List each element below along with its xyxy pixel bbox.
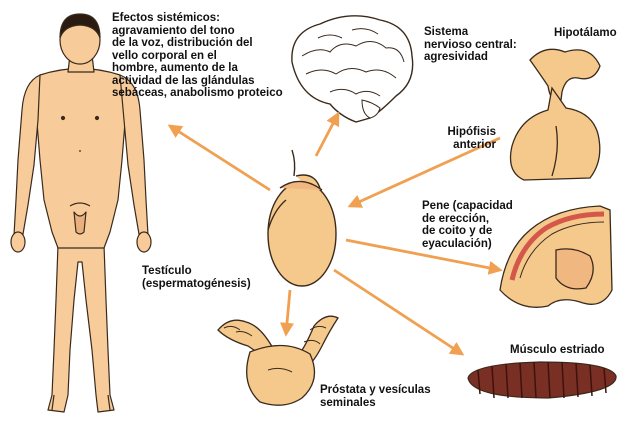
male-figure-illustration [10, 13, 152, 413]
arrow-to-pituitary [347, 136, 501, 208]
label-systemic-effects: Efectos sistémicos: agravamiento del ton… [112, 12, 283, 99]
penis-illustration [499, 205, 613, 308]
arrow-to-brain [314, 111, 340, 157]
label-striated-muscle: Músculo estriado [510, 344, 605, 356]
arrow-to-penis [345, 238, 503, 275]
striated-muscle-illustration [467, 361, 617, 399]
label-prostate-seminal-vesicles: Próstata y vesículas seminales [320, 384, 431, 409]
label-testis: Testículo (espermatogénesis) [142, 265, 251, 290]
label-nervous-system: Sistema nervioso central: agresividad [424, 26, 517, 63]
arrow-to-figure [167, 124, 271, 192]
arrow-to-muscle [333, 268, 465, 356]
label-anterior-pituitary: Hipófisis anterior [447, 126, 496, 151]
label-penis: Pene (capacidad de erección, de coito y … [422, 200, 513, 250]
hypothalamus-pituitary-illustration [509, 48, 601, 181]
label-hypothalamus: Hipotálamo [554, 27, 617, 39]
testis-illustration [267, 149, 337, 287]
brain-illustration [291, 15, 414, 123]
arrows [167, 111, 503, 356]
prostate-illustration [217, 315, 339, 406]
arrow-to-prostate [280, 289, 294, 337]
